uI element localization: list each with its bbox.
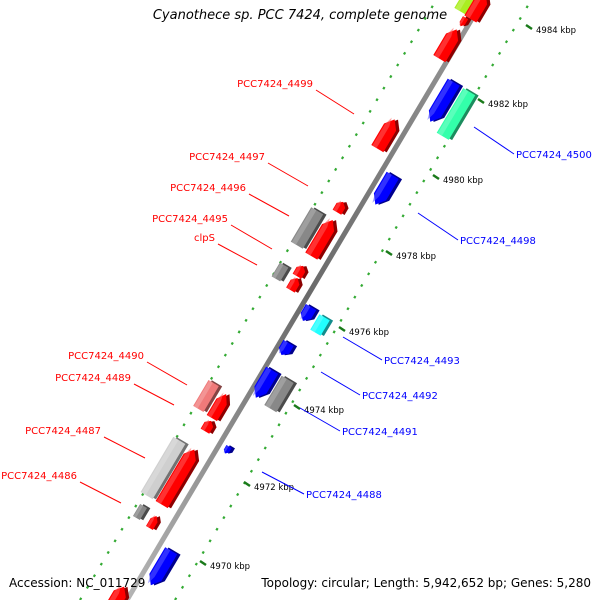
leader-line: [146, 361, 188, 386]
leader-line: [103, 436, 146, 459]
gene-label-right: PCC7424_4492: [362, 391, 438, 402]
kbp-tick-label: 4978 kbp: [396, 252, 436, 262]
gene-label-right: PCC7424_4498: [460, 236, 536, 247]
gene-label-left: PCC7424_4490: [68, 351, 144, 362]
leader-line: [417, 212, 459, 241]
gene-arrow: [292, 264, 309, 279]
gene-arrow: [427, 78, 464, 123]
gene-label-right: PCC7424_4491: [342, 427, 418, 438]
leader-line: [267, 162, 309, 187]
gene-arrow: [433, 27, 462, 63]
gene-label-left: PCC7424_4497: [189, 152, 265, 163]
leader-line: [473, 126, 515, 155]
gene-label-left: PCC7424_4489: [55, 373, 131, 384]
gene-arrow: [147, 547, 181, 586]
leader-line: [342, 336, 383, 361]
kbp-tick-label: 4982 kbp: [488, 100, 528, 110]
kbp-tick-mark: [432, 173, 440, 181]
gene-arrow: [206, 392, 231, 422]
genome-backbone: [124, 0, 487, 600]
topology-text: Topology: circular; Length: 5,942,652 bp…: [261, 576, 591, 590]
gene-arrow: [271, 262, 292, 282]
kbp-tick-label: 4974 kbp: [304, 406, 344, 416]
gene-arrow: [290, 207, 327, 250]
kbp-tick-mark: [199, 559, 207, 567]
leader-line: [248, 193, 290, 217]
leader-line: [133, 383, 175, 406]
leader-line: [315, 89, 355, 115]
leader-line: [299, 407, 341, 432]
accession-text: Accession: NC_011729: [9, 576, 146, 590]
gene-arrow: [140, 436, 189, 500]
gene-arrow: [372, 171, 403, 205]
gene-label-right: PCC7424_4488: [306, 490, 382, 501]
kbp-tick-mark: [477, 97, 485, 105]
label-leader-lines: [79, 89, 515, 504]
leader-line: [217, 243, 258, 266]
gene-arrow: [310, 314, 334, 337]
gene-arrow: [286, 276, 303, 293]
gene-label-left: PCC7424_4495: [152, 214, 228, 225]
gene-arrow: [464, 0, 491, 23]
gene-label-left: PCC7424_4487: [25, 426, 101, 437]
kbp-tick-label: 4984 kbp: [536, 26, 576, 36]
kbp-tick-label: 4972 kbp: [254, 483, 294, 493]
kbp-tick-mark: [385, 249, 393, 257]
gene-label-right: PCC7424_4493: [384, 356, 460, 367]
gene-arrow: [105, 584, 130, 600]
gene-arrow: [371, 117, 400, 153]
kbp-tick-mark: [293, 403, 301, 411]
leader-line: [230, 224, 273, 250]
kbp-tick-label: 4980 kbp: [443, 176, 483, 186]
gene-arrow: [264, 375, 298, 413]
gene-label-left: clpS: [194, 233, 215, 244]
gene-arrow: [155, 447, 200, 509]
kbp-ticks: 4984 kbp 4982 kbp 4980 kbp 4978 kbp 4976 kbp…: [199, 23, 576, 572]
kbp-tick-label: 4970 kbp: [210, 562, 250, 572]
gene-arrow: [200, 419, 217, 434]
gene-arrow: [300, 304, 320, 322]
kbp-tick-mark: [338, 325, 346, 333]
gene-arrow: [305, 218, 338, 260]
kbp-tick-label: 4976 kbp: [349, 328, 389, 338]
gene-arrow: [332, 200, 349, 215]
gene-arrow: [223, 445, 235, 454]
gene-arrow: [145, 514, 161, 531]
gene-labels: PCC7424_4499PCC7424_4497PCC7424_4496PCC7…: [1, 79, 592, 501]
dotted-guides: [79, 0, 533, 600]
gene-label-left: PCC7424_4496: [170, 183, 246, 194]
gene-features: [105, 0, 491, 600]
leader-line: [79, 481, 122, 504]
gene-arrow: [436, 88, 479, 141]
kbp-tick-mark: [243, 480, 251, 488]
map-title: Cyanothece sp. PCC 7424, complete genome: [152, 8, 448, 23]
leader-line: [320, 371, 361, 396]
kbp-tick-mark: [525, 23, 533, 31]
gene-arrow: [459, 16, 472, 27]
gene-label-left: PCC7424_4499: [237, 79, 313, 90]
leader-line: [261, 471, 305, 495]
gene-arrow: [193, 380, 223, 413]
gene-label-left: PCC7424_4486: [1, 471, 77, 482]
gene-arrow: [132, 503, 151, 521]
gene-arrow: [252, 366, 282, 398]
gene-arrow: [278, 339, 298, 356]
gene-label-right: PCC7424_4500: [516, 150, 592, 161]
